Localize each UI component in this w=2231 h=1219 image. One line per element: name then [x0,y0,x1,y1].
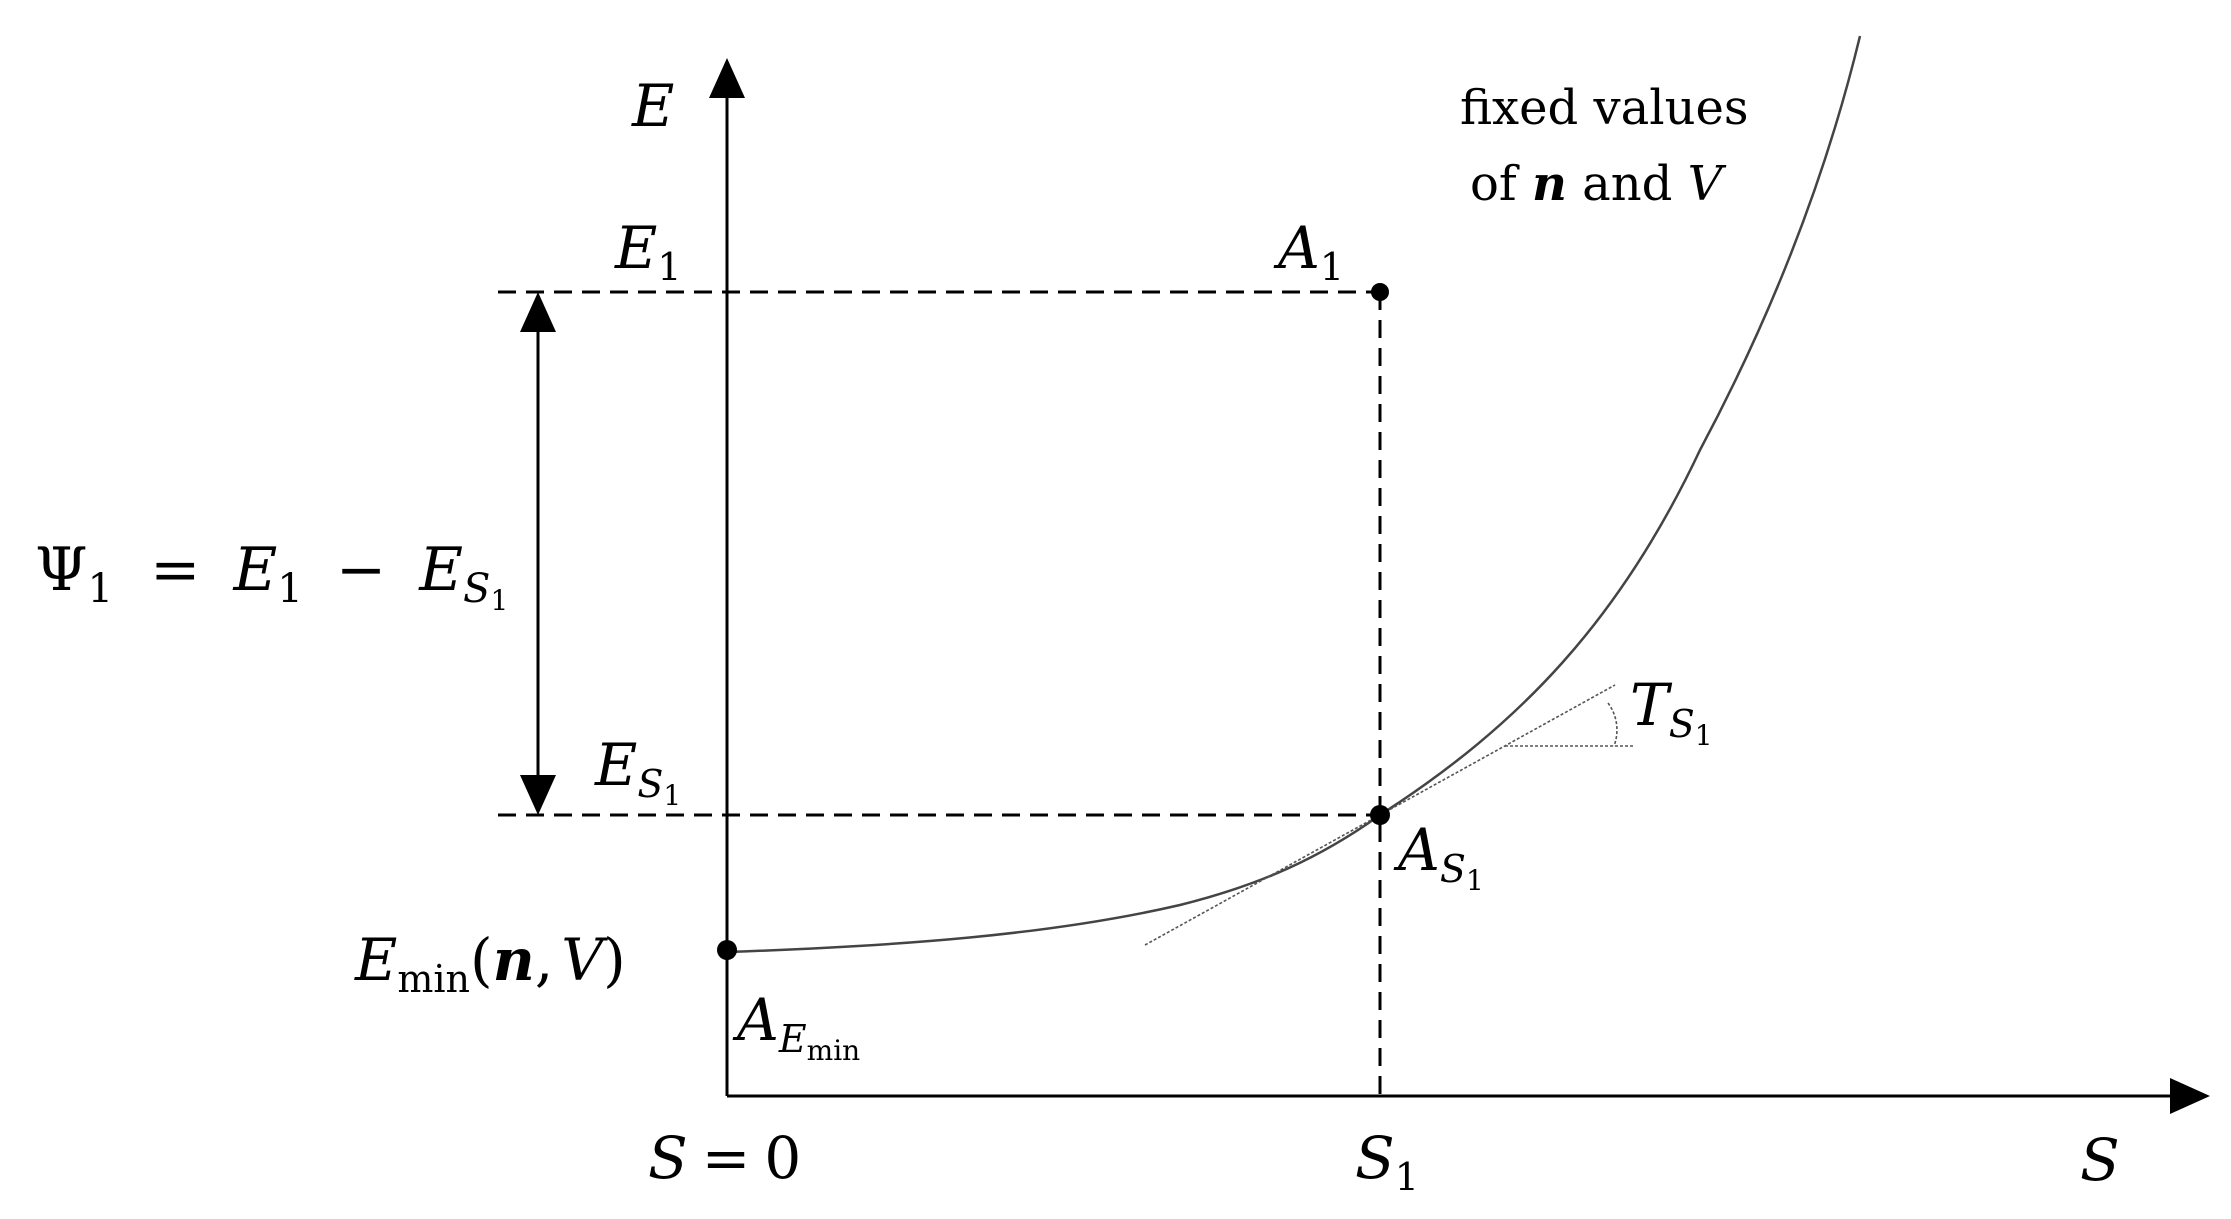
s0-label: S=0 [648,1124,801,1192]
y-axis-arrowhead [709,58,745,98]
curve-note-line1: fixed values [1460,80,1749,136]
point-a1 [1371,283,1389,301]
y-axis-label: E [631,72,674,140]
tangent-angle-arc [1607,702,1618,747]
energy-curve [726,35,1862,954]
emin-label: Emin(n,V) [354,926,626,1001]
tangent-line [1144,684,1616,946]
x-axis-label: S [2080,1126,2120,1194]
psi-arrowhead-bottom [520,775,556,815]
x-axis-arrowhead [2170,1078,2210,1114]
e1-label: E1 [614,214,682,289]
s1-label: S1 [1355,1124,1419,1199]
point-as1 [1370,805,1390,825]
curve-note-line2: of n and V [1470,156,1727,212]
psi-equation: Ψ1 = E1 − ES1 [35,535,508,617]
point-aemin [717,940,737,960]
as1-label: AS1 [1393,816,1484,897]
ts1-label: TS1 [1630,671,1713,752]
psi-arrowhead-top [520,292,556,332]
aemin-label: AEmin [732,986,860,1067]
a1-label: A1 [1273,214,1344,289]
es1-label: ES1 [594,731,681,812]
